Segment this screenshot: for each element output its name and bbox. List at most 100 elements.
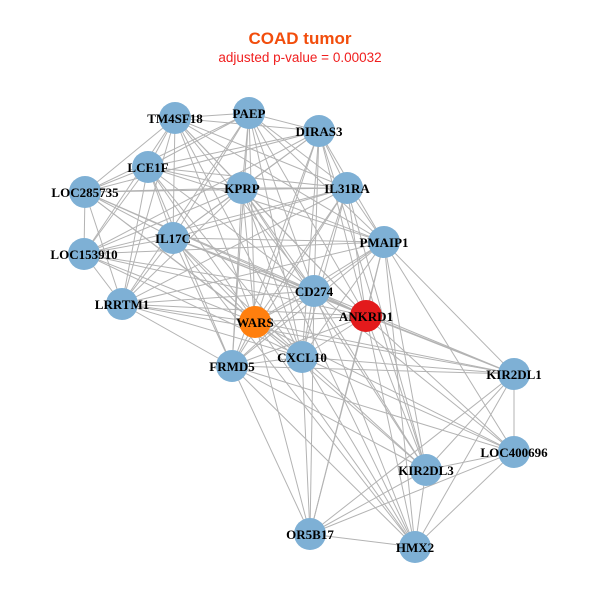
node-cd274: CD274 (295, 275, 334, 307)
node-label: ANKRD1 (339, 309, 393, 324)
edge-wars-ankrd1 (254, 315, 367, 323)
node-circle (350, 300, 382, 332)
edge-diras3-lce1f (147, 130, 320, 168)
node-loc153910: LOC153910 (50, 238, 118, 270)
edge-tm4sf18-wars (174, 117, 256, 323)
edge-cd274-frmd5 (231, 290, 315, 367)
node-circle (239, 306, 271, 338)
edge-il17c-hmx2 (172, 237, 416, 548)
node-circle (331, 172, 363, 204)
node-circle (498, 358, 530, 390)
node-circle (159, 102, 191, 134)
node-kir2dl3: KIR2DL3 (398, 454, 454, 486)
edge-paep-lce1f (147, 112, 250, 168)
edge-pmaip1-kir2dl3 (383, 241, 427, 471)
node-loc400696: LOC400696 (480, 436, 548, 468)
edge-frmd5-or5b17 (231, 365, 311, 535)
node-circle (498, 436, 530, 468)
node-circle (399, 531, 431, 563)
edge-ankrd1-kir2dl3 (365, 315, 427, 471)
edge-loc285735-il31ra (84, 187, 348, 193)
node-hmx2: HMX2 (396, 531, 434, 563)
edge-cxcl10-kir2dl3 (301, 356, 427, 471)
edge-wars-kir2dl3 (254, 321, 427, 471)
edge-diras3-loc285735 (84, 130, 320, 193)
edge-lrrtm1-ankrd1 (121, 303, 367, 317)
edge-paep-loc285735 (84, 112, 250, 193)
edge-paep-lrrtm1 (121, 112, 250, 305)
edge-loc285735-lrrtm1 (84, 191, 123, 305)
node-diras3: DIRAS3 (296, 115, 343, 147)
edge-lrrtm1-wars (121, 303, 256, 323)
node-label: OR5B17 (286, 527, 334, 542)
edge-diras3-wars (254, 130, 320, 323)
edge-loc400696-hmx2 (414, 451, 515, 548)
node-lrrtm1: LRRTM1 (95, 288, 149, 320)
edge-ankrd1-hmx2 (365, 315, 416, 548)
node-label: LOC153910 (50, 247, 117, 262)
node-paep: PAEP (233, 97, 266, 129)
node-pmaip1: PMAIP1 (359, 226, 409, 258)
node-label: LRRTM1 (95, 297, 149, 312)
node-circle (294, 518, 326, 550)
edge-paep-ankrd1 (248, 112, 367, 317)
edge-wars-kir2dl1 (254, 321, 515, 375)
node-label: KIR2DL3 (398, 463, 454, 478)
node-wars: WARS (236, 306, 274, 338)
edge-frmd5-hmx2 (231, 365, 416, 548)
edge-lce1f-pmaip1 (147, 166, 385, 243)
edge-lrrtm1-cd274 (121, 290, 315, 305)
edge-lce1f-cd274 (147, 166, 315, 292)
edge-pmaip1-kir2dl1 (383, 241, 515, 375)
edge-kprp-hmx2 (241, 187, 416, 548)
edge-diras3-ankrd1 (318, 130, 367, 317)
node-circle (69, 176, 101, 208)
node-circle (368, 226, 400, 258)
edge-ankrd1-loc400696 (365, 315, 515, 453)
edge-cd274-hmx2 (313, 290, 416, 548)
figure-title: COAD tumor (248, 29, 352, 48)
node-kprp: KPRP (224, 172, 260, 204)
edge-il31ra-wars (254, 187, 348, 323)
edge-cxcl10-or5b17 (301, 356, 311, 535)
edge-cxcl10-kir2dl1 (301, 356, 515, 375)
edge-loc153910-cxcl10 (83, 253, 303, 358)
edge-frmd5-kir2dl3 (231, 365, 427, 471)
figure-subtitle: adjusted p-value = 0.00032 (218, 50, 382, 65)
edge-loc153910-wars (83, 253, 256, 323)
edge-lrrtm1-kir2dl1 (121, 303, 515, 375)
edge-lce1f-loc153910 (83, 166, 149, 255)
edge-il17c-cxcl10 (172, 237, 303, 358)
node-il31ra: IL31RA (324, 172, 370, 204)
edge-tm4sf18-il31ra (174, 117, 348, 189)
edge-wars-or5b17 (254, 321, 311, 535)
edge-cd274-or5b17 (309, 290, 315, 535)
edge-cxcl10-hmx2 (301, 356, 416, 548)
node-circle (132, 151, 164, 183)
edge-tm4sf18-pmaip1 (174, 117, 385, 243)
edge-tm4sf18-cxcl10 (174, 117, 303, 358)
edge-loc153910-cd274 (83, 253, 315, 292)
edge-lrrtm1-cxcl10 (121, 303, 303, 358)
node-circle (286, 341, 318, 373)
edge-il17c-pmaip1 (172, 237, 385, 243)
node-label: PMAIP1 (359, 235, 408, 250)
edge-tm4sf18-loc153910 (83, 117, 176, 255)
edge-diras3-loc153910 (83, 130, 320, 255)
node-label: TM4SF18 (147, 111, 203, 126)
node-label: LCE1F (127, 160, 168, 175)
edge-lrrtm1-frmd5 (121, 303, 233, 367)
node-label: PAEP (233, 106, 266, 121)
edge-kir2dl1-or5b17 (309, 373, 515, 535)
edge-il17c-wars (172, 237, 256, 323)
node-or5b17: OR5B17 (286, 518, 334, 550)
node-circle (68, 238, 100, 270)
node-label: IL17C (155, 231, 191, 246)
edge-paep-pmaip1 (248, 112, 385, 243)
node-circle (226, 172, 258, 204)
edge-paep-il17c (172, 112, 250, 239)
edge-ankrd1-or5b17 (309, 315, 367, 535)
edge-lce1f-lrrtm1 (121, 166, 149, 305)
